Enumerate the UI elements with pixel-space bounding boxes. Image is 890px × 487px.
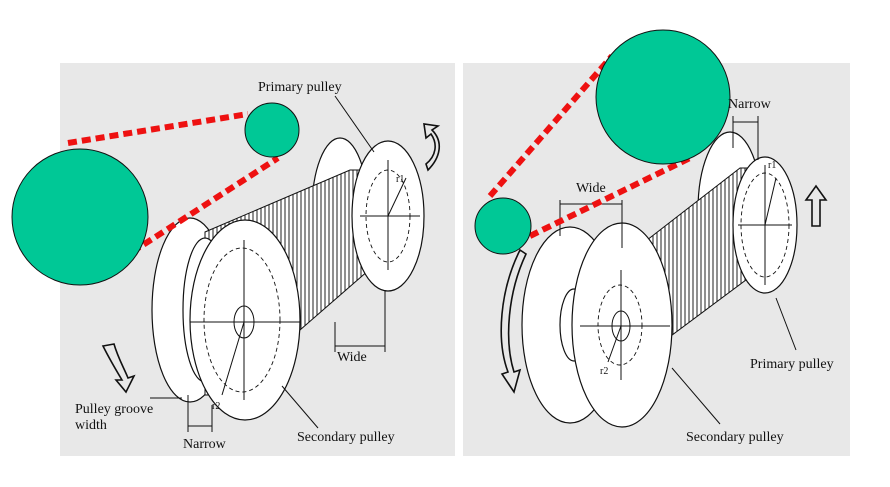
right-cvt-drawing [500,116,828,428]
left-secondary-rotation-arrow [101,343,136,394]
right-secondary-belt-path [597,284,643,366]
connector-right-lower [528,155,692,239]
left-secondary-pulley-label: Secondary pulley [297,430,395,445]
connector-left-upper [67,111,249,146]
connector-lines [67,54,692,255]
right-r2-label: r2 [600,366,609,377]
highlight-circles [11,29,731,286]
left-cvt-drawing [101,95,441,432]
left-r2-label: r2 [212,401,221,412]
left-large-highlight-circle [11,148,149,286]
right-wide-label: Wide [576,181,606,196]
right-primary-rotation-arrow [804,184,828,227]
left-wide-label: Wide [337,350,367,365]
left-groove-label-line1: Pulley groove [75,402,154,417]
left-secondary-front-disc [189,219,301,421]
connector-right-upper [487,54,615,198]
right-secondary-rotation-arrow [500,248,528,394]
left-r1-label: r1 [396,174,405,185]
left-groove-label-line2: width [75,418,107,433]
left-secondary-belt-path [203,247,281,393]
left-primary-pulley-label: Primary pulley [258,80,342,95]
right-primary-pulley-label: Primary pulley [750,357,834,372]
right-narrow-label: Narrow [728,97,771,112]
left-primary-rotation-arrow [423,123,441,172]
right-secondary-pulley-label: Secondary pulley [686,430,784,445]
left-narrow-label: Narrow [183,437,226,452]
right-small-highlight-circle [474,197,532,255]
right-secondary-front-disc [571,222,673,428]
left-small-highlight-circle [244,102,300,158]
right-large-highlight-circle [595,29,731,165]
connector-left-lower [130,155,280,255]
right-r1-label: r1 [768,160,777,171]
